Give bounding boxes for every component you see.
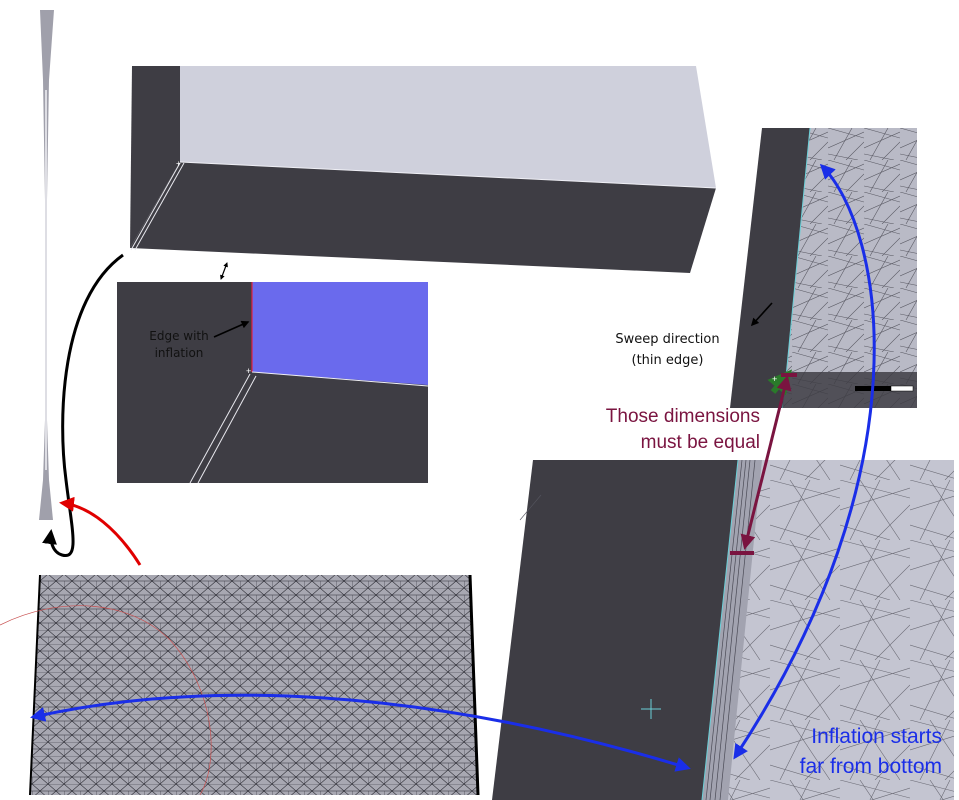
edge-with-inflation-label: Edge with inflation xyxy=(140,328,218,362)
origin-cross-icon: + xyxy=(176,159,181,168)
sweep-direction-label: Sweep direction (thin edge) xyxy=(605,329,730,371)
origin-cross-icon: + xyxy=(246,366,251,376)
edge-label-line-2: inflation xyxy=(154,346,204,360)
infl-label-line-2: far from bottom xyxy=(799,755,942,778)
infl-label-line-1: Inflation starts xyxy=(811,725,942,748)
sweep-label-line-2: (thin edge) xyxy=(631,353,704,368)
double-arrow-icon xyxy=(220,262,228,280)
dims-label-line-1: Those dimensions xyxy=(605,406,760,427)
inflation-compare-arrow xyxy=(30,693,691,772)
connector-arrow-black xyxy=(42,253,124,557)
inflation-starts-label: Inflation starts far from bottom xyxy=(742,722,942,782)
edge-pointer-arrow xyxy=(213,320,250,338)
edge-label-line-1: Edge with xyxy=(149,329,209,343)
dimensions-equal-label: Those dimensions must be equal xyxy=(560,404,760,456)
surface-mesh-view xyxy=(0,574,480,796)
connector-arrow-red xyxy=(59,496,142,566)
zoomed-edge-inset: + xyxy=(117,282,429,484)
origin-cross-icon: + xyxy=(772,374,777,384)
thin-profile-view xyxy=(39,10,54,520)
selected-face xyxy=(252,282,428,385)
inflation-span-arrow xyxy=(733,163,876,760)
body-3d-view: + xyxy=(130,66,717,273)
dims-label-line-2: must be equal xyxy=(640,432,760,453)
sweep-label-line-1: Sweep direction xyxy=(615,332,720,347)
sweep-mesh-view: + xyxy=(730,127,917,409)
